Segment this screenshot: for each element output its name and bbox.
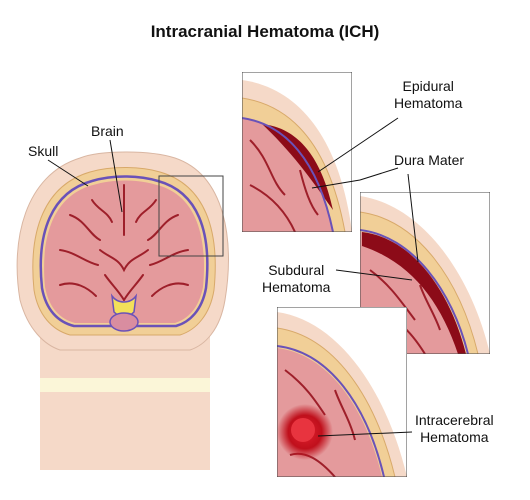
dura-line — [39, 175, 209, 328]
head-cross-section — [16, 151, 229, 470]
subdural-hematoma — [362, 232, 466, 354]
label-dura-mater: Dura Mater — [394, 152, 465, 168]
label-subdural-hematoma: Subdural Hematoma — [262, 262, 330, 296]
label-brain: Brain — [91, 123, 124, 139]
label-epidural-hematoma: Epidural Hematoma — [394, 78, 462, 112]
leader-lines — [47, 117, 419, 437]
label-subdural-line1: Subdural — [268, 262, 325, 278]
neck-band — [40, 378, 210, 392]
neck — [40, 330, 210, 470]
diagram-title: Intracranial Hematoma (ICH) — [150, 22, 380, 41]
label-intracerebral-line2: Hematoma — [420, 429, 489, 445]
panel-epidural — [242, 72, 352, 232]
epidural-hematoma — [262, 124, 333, 210]
panel-intracerebral — [277, 307, 407, 477]
label-epidural-line1: Epidural — [402, 78, 454, 94]
label-intracerebral-hematoma: Intracerebral Hematoma — [415, 412, 494, 446]
label-skull: Skull — [28, 143, 59, 159]
label-intracerebral-line1: Intracerebral — [415, 412, 494, 428]
label-epidural-line2: Hematoma — [394, 95, 463, 111]
detail-box — [158, 175, 224, 257]
label-subdural-line2: Hematoma — [262, 279, 331, 295]
